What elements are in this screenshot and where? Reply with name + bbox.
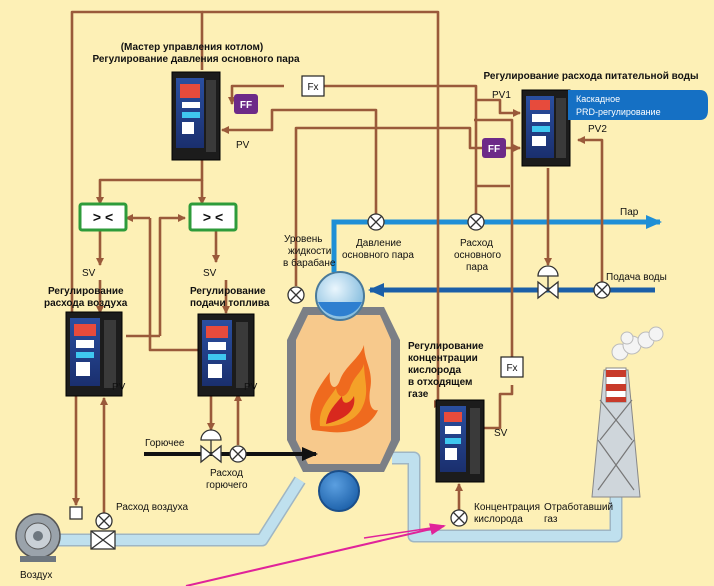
fuel-valve — [200, 429, 222, 464]
fx-box-steam: Fx — [301, 75, 325, 97]
air-ctrl-label-1: Регулирование — [48, 286, 124, 297]
controller-feedwater[interactable] — [521, 89, 571, 167]
smoke — [611, 326, 664, 361]
water-supply-label: Подача воды — [606, 272, 667, 283]
feedwater-title: Регулирование расхода питательной воды — [483, 71, 698, 82]
controller-air-flow[interactable] — [65, 311, 123, 397]
ff-badge-feedwater: FF — [482, 138, 506, 158]
o2-conc-label-2: кислорода — [474, 514, 523, 525]
comparator-fuel[interactable]: > < — [188, 202, 238, 232]
pv1-feedwater: PV1 — [492, 90, 511, 101]
fuel-label: Горючее — [145, 438, 185, 449]
flue-gas-duct — [392, 451, 623, 543]
sensors — [95, 213, 611, 530]
controller-master-pressure[interactable] — [171, 71, 221, 161]
o2-conc-label-1: Концентрация — [474, 502, 540, 513]
steam-pressure-label-1: Давление — [356, 238, 402, 249]
o2-ctrl-label-3: кислорода — [408, 365, 461, 376]
pv-master: PV — [236, 140, 250, 151]
master-title-2: Регулирование давления основного пара — [92, 54, 300, 65]
drum-level-label-2: жидкости — [288, 246, 331, 257]
fuel-flow-sensor — [229, 445, 247, 463]
cascade-label-2: PRD-регулирование — [576, 107, 661, 117]
feed-water-valve — [537, 265, 559, 300]
drum-level-sensor — [287, 286, 305, 304]
fx-box-oxygen: Fx — [500, 356, 524, 378]
chimney — [591, 326, 664, 498]
boiler-furnace — [287, 307, 400, 472]
water-flow-sensor — [593, 281, 611, 299]
steam-flow-label-1: Расход — [460, 238, 493, 249]
ff-badge-feedwater-label: FF — [488, 144, 500, 155]
steam-flow-label-2: основного — [454, 250, 501, 261]
ff-badge-master-label: FF — [240, 100, 252, 111]
comparator-air-label: > < — [93, 209, 113, 225]
o2-ctrl-label-5: газе — [408, 389, 429, 400]
flue-gas-label-1: Отработавший — [544, 501, 613, 513]
fan-icon — [15, 513, 61, 562]
pv-fuel: PV — [244, 382, 258, 393]
annotation-arrow — [185, 523, 446, 586]
controller-fuel-supply[interactable] — [197, 313, 255, 397]
fuel-flow-label-2: горючего — [206, 480, 248, 491]
comparator-air[interactable]: > < — [78, 202, 128, 232]
comparator-fuel-label: > < — [203, 209, 223, 225]
fuel-flow-label-1: Расход — [210, 468, 243, 479]
mud-drum — [318, 470, 360, 512]
labels: (Мастер управления котлом) Регулирование… — [20, 42, 699, 581]
sv-fuel: SV — [203, 268, 217, 279]
sv-oxygen: SV — [494, 428, 508, 439]
steam-label: Пар — [620, 207, 639, 218]
flue-gas-label-2: газ — [544, 514, 558, 525]
sv-air: SV — [82, 268, 96, 279]
steam-flow-label-3: пара — [466, 262, 489, 273]
air-ctrl-label-2: расхода воздуха — [44, 298, 128, 309]
oxygen-sensor — [450, 509, 468, 527]
air-label: Воздух — [20, 570, 52, 581]
o2-ctrl-label-1: Регулирование — [408, 341, 484, 352]
pv-air: PV — [112, 382, 126, 393]
fx-box-oxygen-label: Fx — [506, 363, 517, 374]
steam-pressure-label-2: основного пара — [342, 250, 414, 261]
drum-level-label-1: Уровень — [284, 234, 323, 245]
air-damper — [69, 506, 116, 550]
cascade-label-1: Каскадное — [576, 94, 620, 104]
pv2-feedwater: PV2 — [588, 124, 607, 135]
cascade-badge: Каскадное PRD-регулирование — [568, 90, 708, 120]
steam-pressure-sensor — [367, 213, 385, 231]
steam-flow-sensor — [467, 213, 485, 231]
fuel-ctrl-label-2: подачи топлива — [190, 298, 270, 309]
ff-badge-master: FF — [234, 94, 258, 114]
fuel-ctrl-label-1: Регулирование — [190, 286, 266, 297]
drum-level-label-3: в барабане — [283, 257, 336, 269]
fx-box-steam-label: Fx — [307, 82, 318, 93]
air-flow-sensor — [95, 512, 113, 530]
controller-oxygen[interactable] — [435, 399, 485, 483]
master-title-1: (Мастер управления котлом) — [121, 42, 264, 53]
o2-ctrl-label-4: в отходящем — [408, 377, 472, 388]
o2-ctrl-label-2: концентрации — [408, 353, 478, 364]
steam-drum — [315, 271, 365, 321]
air-flow-label: Расход воздуха — [116, 502, 188, 513]
flame-icon — [310, 345, 378, 433]
air-duct — [58, 476, 306, 547]
steam-pipe — [331, 215, 662, 272]
